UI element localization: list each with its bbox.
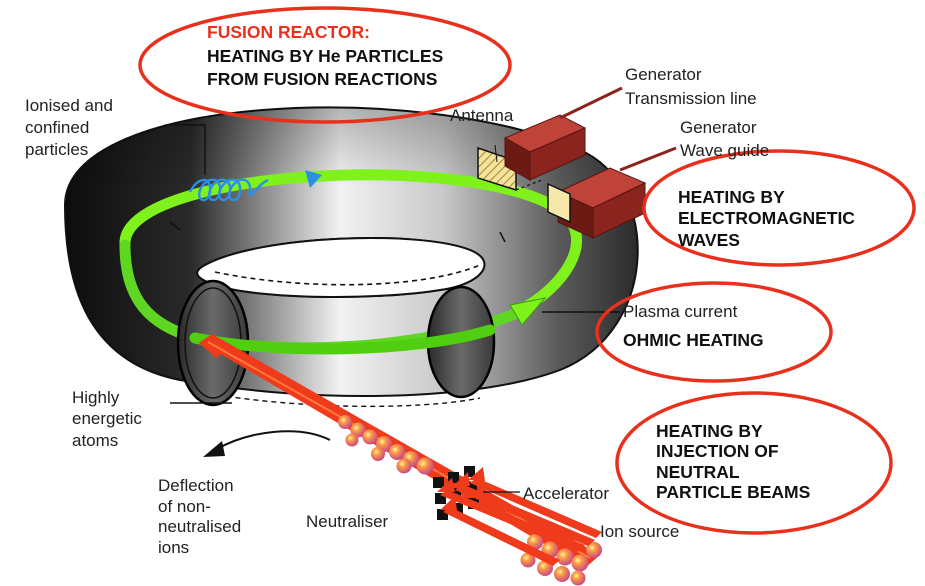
transmission-line-cable [559, 86, 623, 120]
ion-helix [188, 178, 269, 202]
ohmic-ellipse [595, 281, 833, 383]
highly-energetic-2: energetic [72, 409, 142, 428]
em-waves-ellipse [642, 149, 916, 267]
antenna-label: Antenna [450, 106, 514, 125]
ionised-label-3: particles [25, 140, 88, 159]
ionised-label-2: confined [25, 118, 89, 137]
deflection-arrow-icon [203, 441, 225, 457]
ion-source-beams [437, 467, 602, 566]
deflection-arrow [214, 430, 331, 451]
ion-helix-arrow-icon [305, 170, 322, 188]
neutral-beams-line2: INJECTION OF [656, 441, 779, 461]
fusion-reactor-title: FUSION REACTOR: [207, 22, 370, 42]
fusion-reactor-line1: HEATING BY He PARTICLES [207, 46, 443, 66]
plasma-current-label: Plasma current [623, 302, 738, 321]
em-waves-line3: WAVES [678, 230, 740, 250]
neutraliser-label: Neutraliser [306, 512, 389, 531]
ion-source-label: Ion source [600, 522, 679, 541]
plasma-current-arrow-icon [509, 297, 547, 326]
neutral-beams-line4: PARTICLE BEAMS [656, 482, 810, 502]
generator2-label: Generator [680, 118, 757, 137]
wave-guide-label: Wave guide [680, 141, 769, 160]
neutral-beams-ellipse [615, 391, 893, 535]
generator1-label: Generator [625, 65, 702, 84]
highly-energetic-3: atoms [72, 431, 118, 450]
fusion-reactor-ellipse [138, 6, 512, 124]
transmission-line-label: Transmission line [625, 89, 757, 108]
deflection-label-4: ions [158, 538, 189, 557]
neutral-beams-line1: HEATING BY [656, 421, 763, 441]
fusion-reactor-line2: FROM FUSION REACTIONS [207, 69, 437, 89]
beam-particles [338, 415, 602, 586]
em-waves-line2: ELECTROMAGNETIC [678, 208, 855, 228]
neutral-beams-line3: NEUTRAL [656, 462, 740, 482]
deflection-label-3: neutralised [158, 517, 241, 536]
em-waves-line1: HEATING BY [678, 187, 785, 207]
accelerator-label: Accelerator [523, 484, 609, 503]
highly-energetic-1: Highly [72, 388, 120, 407]
torus-dashed-bottom [199, 391, 481, 408]
ionised-label-1: Ionised and [25, 96, 113, 115]
wave-guide-window [547, 182, 571, 224]
ohmic-heating-label: OHMIC HEATING [623, 330, 764, 350]
deflection-label-2: of non- [158, 497, 211, 516]
plasma-ring-back [119, 169, 583, 316]
deflection-label-1: Deflection [158, 476, 234, 495]
ionised-leader-line [165, 124, 206, 175]
